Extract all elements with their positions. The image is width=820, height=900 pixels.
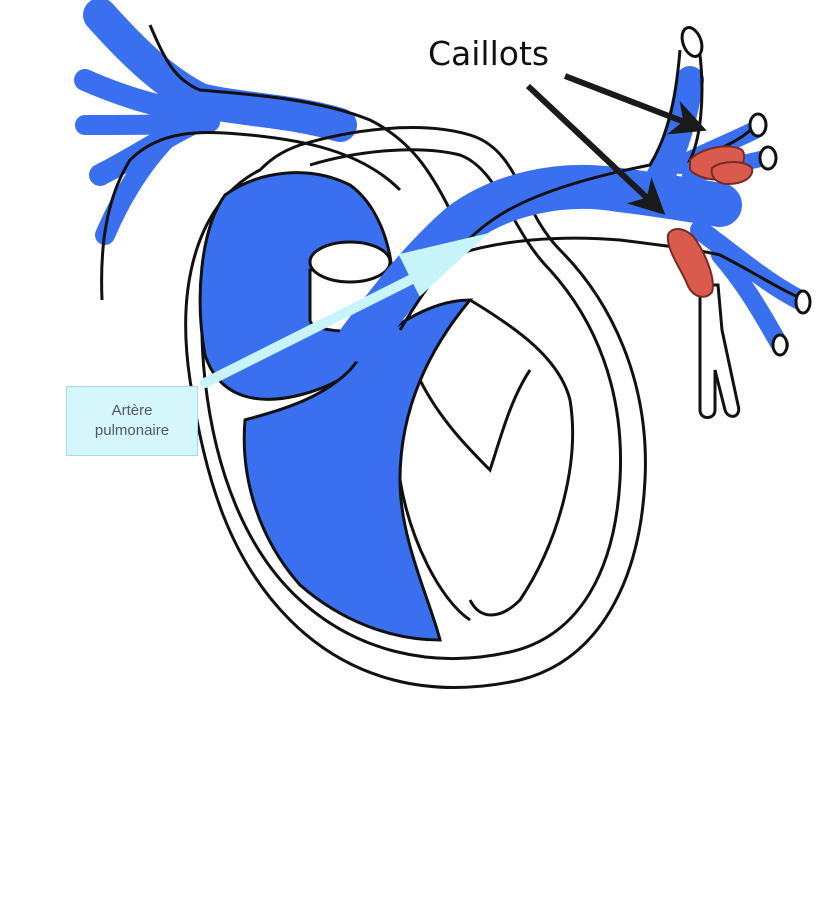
pulmonary-artery-callout: Artère pulmonaire (66, 386, 198, 456)
pulmonary-callout-arrow (200, 233, 489, 388)
clot-arrows (525, 73, 707, 215)
blood-clots (666, 145, 754, 298)
septum-lines (398, 298, 574, 622)
pulmonary-artery (338, 26, 812, 362)
lower-pulmonary-branches (698, 283, 741, 419)
vena-cava (74, 0, 452, 301)
pulmonary-artery-label: Artère pulmonaire (94, 402, 170, 439)
heart-outline (184, 126, 647, 689)
clots-label: Caillots (428, 34, 550, 73)
